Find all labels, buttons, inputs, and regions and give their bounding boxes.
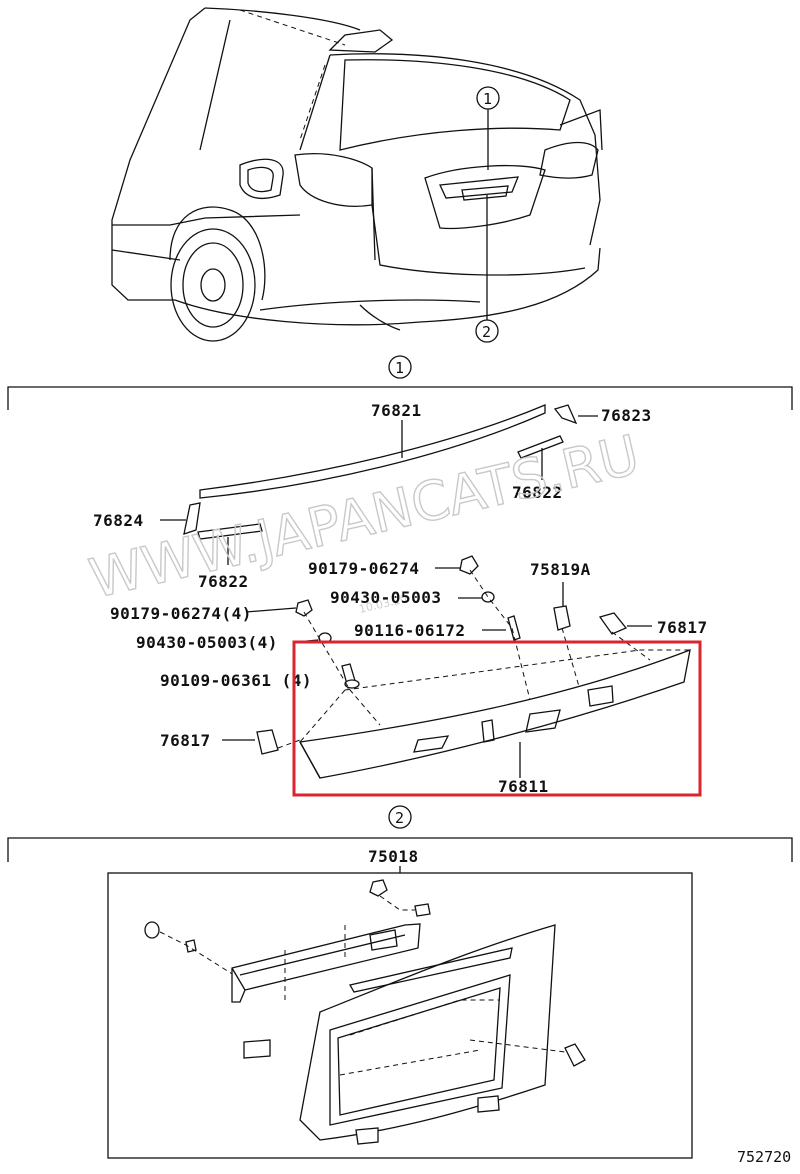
section-1: 1 76821 76823 76822 76824 76822 WWW.JAPA… xyxy=(7,355,793,797)
section-1-bracket xyxy=(7,386,793,410)
section-label-1: 1 xyxy=(395,359,404,377)
part-90179a-label: 90179-06274 xyxy=(308,559,419,578)
section-label-2: 2 xyxy=(395,809,404,827)
watermark-text: WWW.JAPANCATS.RU xyxy=(84,423,645,611)
car-rear-illustration: 1 2 xyxy=(111,7,603,343)
tape-76822-right xyxy=(517,435,564,459)
molding-76821 xyxy=(199,404,546,499)
section-2: 2 75018 xyxy=(7,805,793,1166)
part-76811-label: 76811 xyxy=(498,777,549,796)
license-garnish-assembly xyxy=(144,879,586,1145)
part-90109-label: 90109-06361 (4) xyxy=(160,671,312,690)
part-76822a-label: 76822 xyxy=(512,483,563,502)
assembly-75018-box xyxy=(107,872,693,1159)
part-90430a-label: 90430-05003 xyxy=(330,588,441,607)
part-90430b-label: 90430-05003(4) xyxy=(136,633,278,652)
section-2-bracket xyxy=(7,837,793,862)
part-76822b-label: 76822 xyxy=(198,572,249,591)
section-marker-2 xyxy=(388,805,412,829)
callout-circle-2 xyxy=(475,319,499,343)
clip-75819a xyxy=(553,605,571,631)
section-marker-1 xyxy=(388,355,412,379)
part-76821-label: 76821 xyxy=(371,401,422,420)
tape-76822-left xyxy=(197,523,263,540)
part-90179b-label: 90179-06274(4) xyxy=(110,604,252,623)
highlight-box xyxy=(292,640,702,797)
clip-76817-right xyxy=(598,612,628,635)
clip-76823 xyxy=(553,404,578,425)
callout-label-1: 1 xyxy=(483,90,492,108)
clip-76824 xyxy=(183,502,201,535)
part-76817b-label: 76817 xyxy=(160,731,211,750)
part-75018-label: 75018 xyxy=(368,847,419,866)
nut-90179a xyxy=(459,555,479,575)
clip-76817-left xyxy=(256,729,279,755)
diagram-code: 752720 xyxy=(737,1148,791,1166)
washer-90430a xyxy=(481,591,495,603)
callout-label-2: 2 xyxy=(482,323,491,341)
stud-90116 xyxy=(507,615,521,641)
nut-90179b xyxy=(295,599,313,617)
part-90116-label: 90116-06172 xyxy=(354,621,465,640)
part-76817a-label: 76817 xyxy=(657,618,708,637)
garnish-76811 xyxy=(298,648,691,779)
part-76823-label: 76823 xyxy=(601,406,652,425)
part-75819a-label: 75819A xyxy=(530,560,591,579)
part-76824-label: 76824 xyxy=(93,511,144,530)
